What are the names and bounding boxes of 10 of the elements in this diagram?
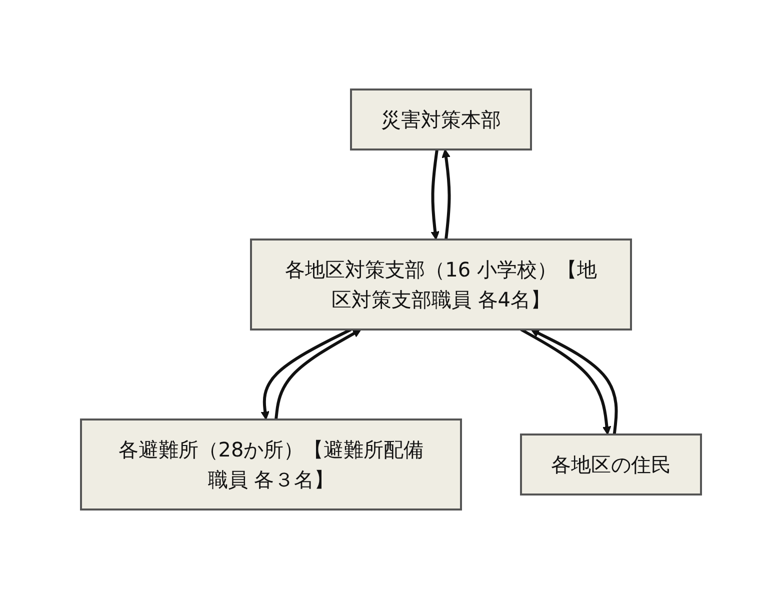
arrow: [260, 328, 352, 420]
arrow: [430, 149, 440, 240]
node-box: 各地区対策支部（16 小学校）【地区対策支部職員 各4名】: [250, 238, 632, 330]
arrow: [274, 329, 362, 420]
arrow: [520, 328, 612, 435]
node-box: 各地区の住民: [520, 434, 702, 496]
arrow: [442, 149, 451, 240]
node-box: 各避難所（28か所）【避難所配備職員 各３名】: [80, 418, 462, 510]
arrow: [530, 329, 618, 435]
node-box: 災害対策本部: [350, 88, 532, 150]
